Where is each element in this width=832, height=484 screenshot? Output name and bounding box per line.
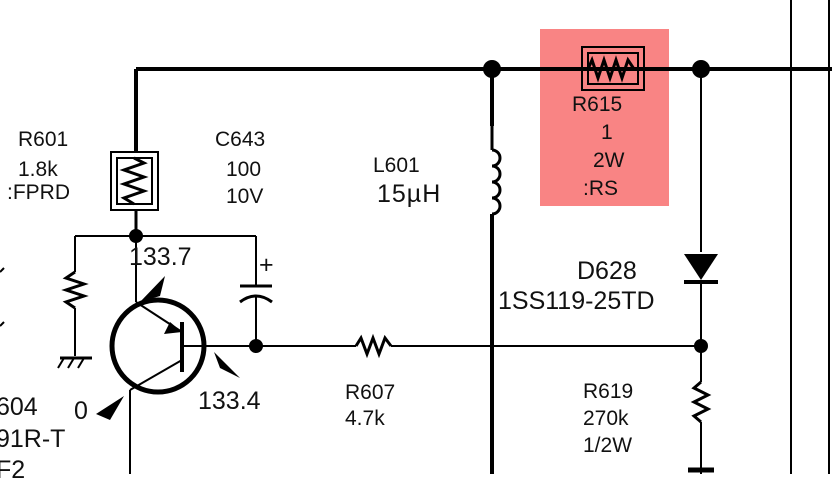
l601-ref: L601 xyxy=(373,154,420,177)
r619-value: 270k xyxy=(583,407,629,430)
r601-type: :FPRD xyxy=(7,181,70,204)
r615-value: 1 xyxy=(601,121,613,144)
r619-symbol xyxy=(690,380,712,424)
r601-ref: R601 xyxy=(18,128,69,151)
r615-ref: R615 xyxy=(572,93,623,116)
d628-symbol xyxy=(684,254,718,280)
voltage-collector: 0 xyxy=(74,397,88,425)
r607-ref: R607 xyxy=(345,381,396,404)
c643-value: 100 xyxy=(226,158,262,181)
r619-ref: R619 xyxy=(583,380,634,403)
r601-value: 1.8k xyxy=(18,158,58,181)
edge-mark xyxy=(0,321,5,327)
c643-plus: + xyxy=(259,251,274,279)
transistor-symbol xyxy=(96,236,256,474)
edge-mark xyxy=(0,267,5,273)
r615-type: :RS xyxy=(583,177,619,200)
q-ref-partial: 604 xyxy=(0,393,38,421)
l601-symbol xyxy=(491,148,502,216)
d628-ref: D628 xyxy=(577,257,637,285)
ground-icon xyxy=(57,356,92,369)
r615-symbol xyxy=(581,46,645,91)
voltage-emitter: 133.4 xyxy=(198,387,261,415)
l601-value: 15µH xyxy=(377,180,442,208)
r607-value: 4.7k xyxy=(345,407,385,430)
c643-voltage: 10V xyxy=(226,185,264,208)
circuit-wires xyxy=(0,0,832,474)
r601-symbol xyxy=(110,151,159,211)
r607-symbol xyxy=(354,333,393,359)
r619-power: 1/2W xyxy=(583,434,633,457)
q-part-partial: 91R-T xyxy=(0,425,66,453)
c643-ref: C643 xyxy=(215,128,266,151)
d628-part: 1SS119-25TD xyxy=(498,287,655,315)
voltage-base: 133.7 xyxy=(129,243,192,271)
q-extra-partial: F2 xyxy=(0,456,26,484)
bias-resistor-symbol xyxy=(61,270,89,310)
r615-power: 2W xyxy=(593,149,625,172)
